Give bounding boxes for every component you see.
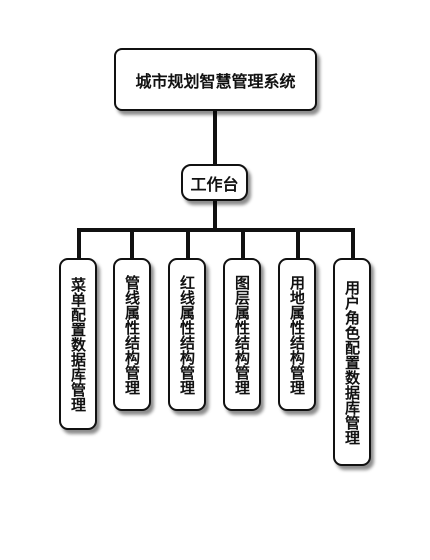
leaf-node-pipeline: 管线属性结构管理 [113,258,151,411]
root-node-label: 城市规划智慧管理系统 [135,71,296,91]
connector-leaf-3 [186,228,190,258]
connector-hub-bus [213,201,217,230]
leaf-node-label: 红线属性结构管理 [178,274,196,395]
connector-leaf-2 [130,228,134,258]
leaf-node-label: 用地属性结构管理 [288,274,306,395]
leaf-node-label: 用户角色配置数据库管理 [343,279,361,445]
leaf-node-label: 图层属性结构管理 [233,274,251,395]
connector-leaf-1 [77,228,81,258]
root-node: 城市规划智慧管理系统 [114,48,317,111]
hub-node-label: 工作台 [190,174,239,194]
hub-node: 工作台 [181,164,248,201]
leaf-node-user-role: 用户角色配置数据库管理 [333,258,371,466]
leaf-node-label: 菜单配置数据库管理 [69,276,87,412]
connector-leaf-5 [296,228,300,258]
leaf-node-label: 管线属性结构管理 [123,274,141,395]
connector-bus [77,228,355,232]
leaf-node-redline: 红线属性结构管理 [168,258,206,411]
leaf-node-land-use: 用地属性结构管理 [278,258,316,411]
leaf-node-menu-config: 菜单配置数据库管理 [59,258,97,430]
connector-root-hub [213,111,217,164]
leaf-node-layer: 图层属性结构管理 [223,258,261,411]
connector-leaf-6 [351,228,355,258]
connector-leaf-4 [241,228,245,258]
